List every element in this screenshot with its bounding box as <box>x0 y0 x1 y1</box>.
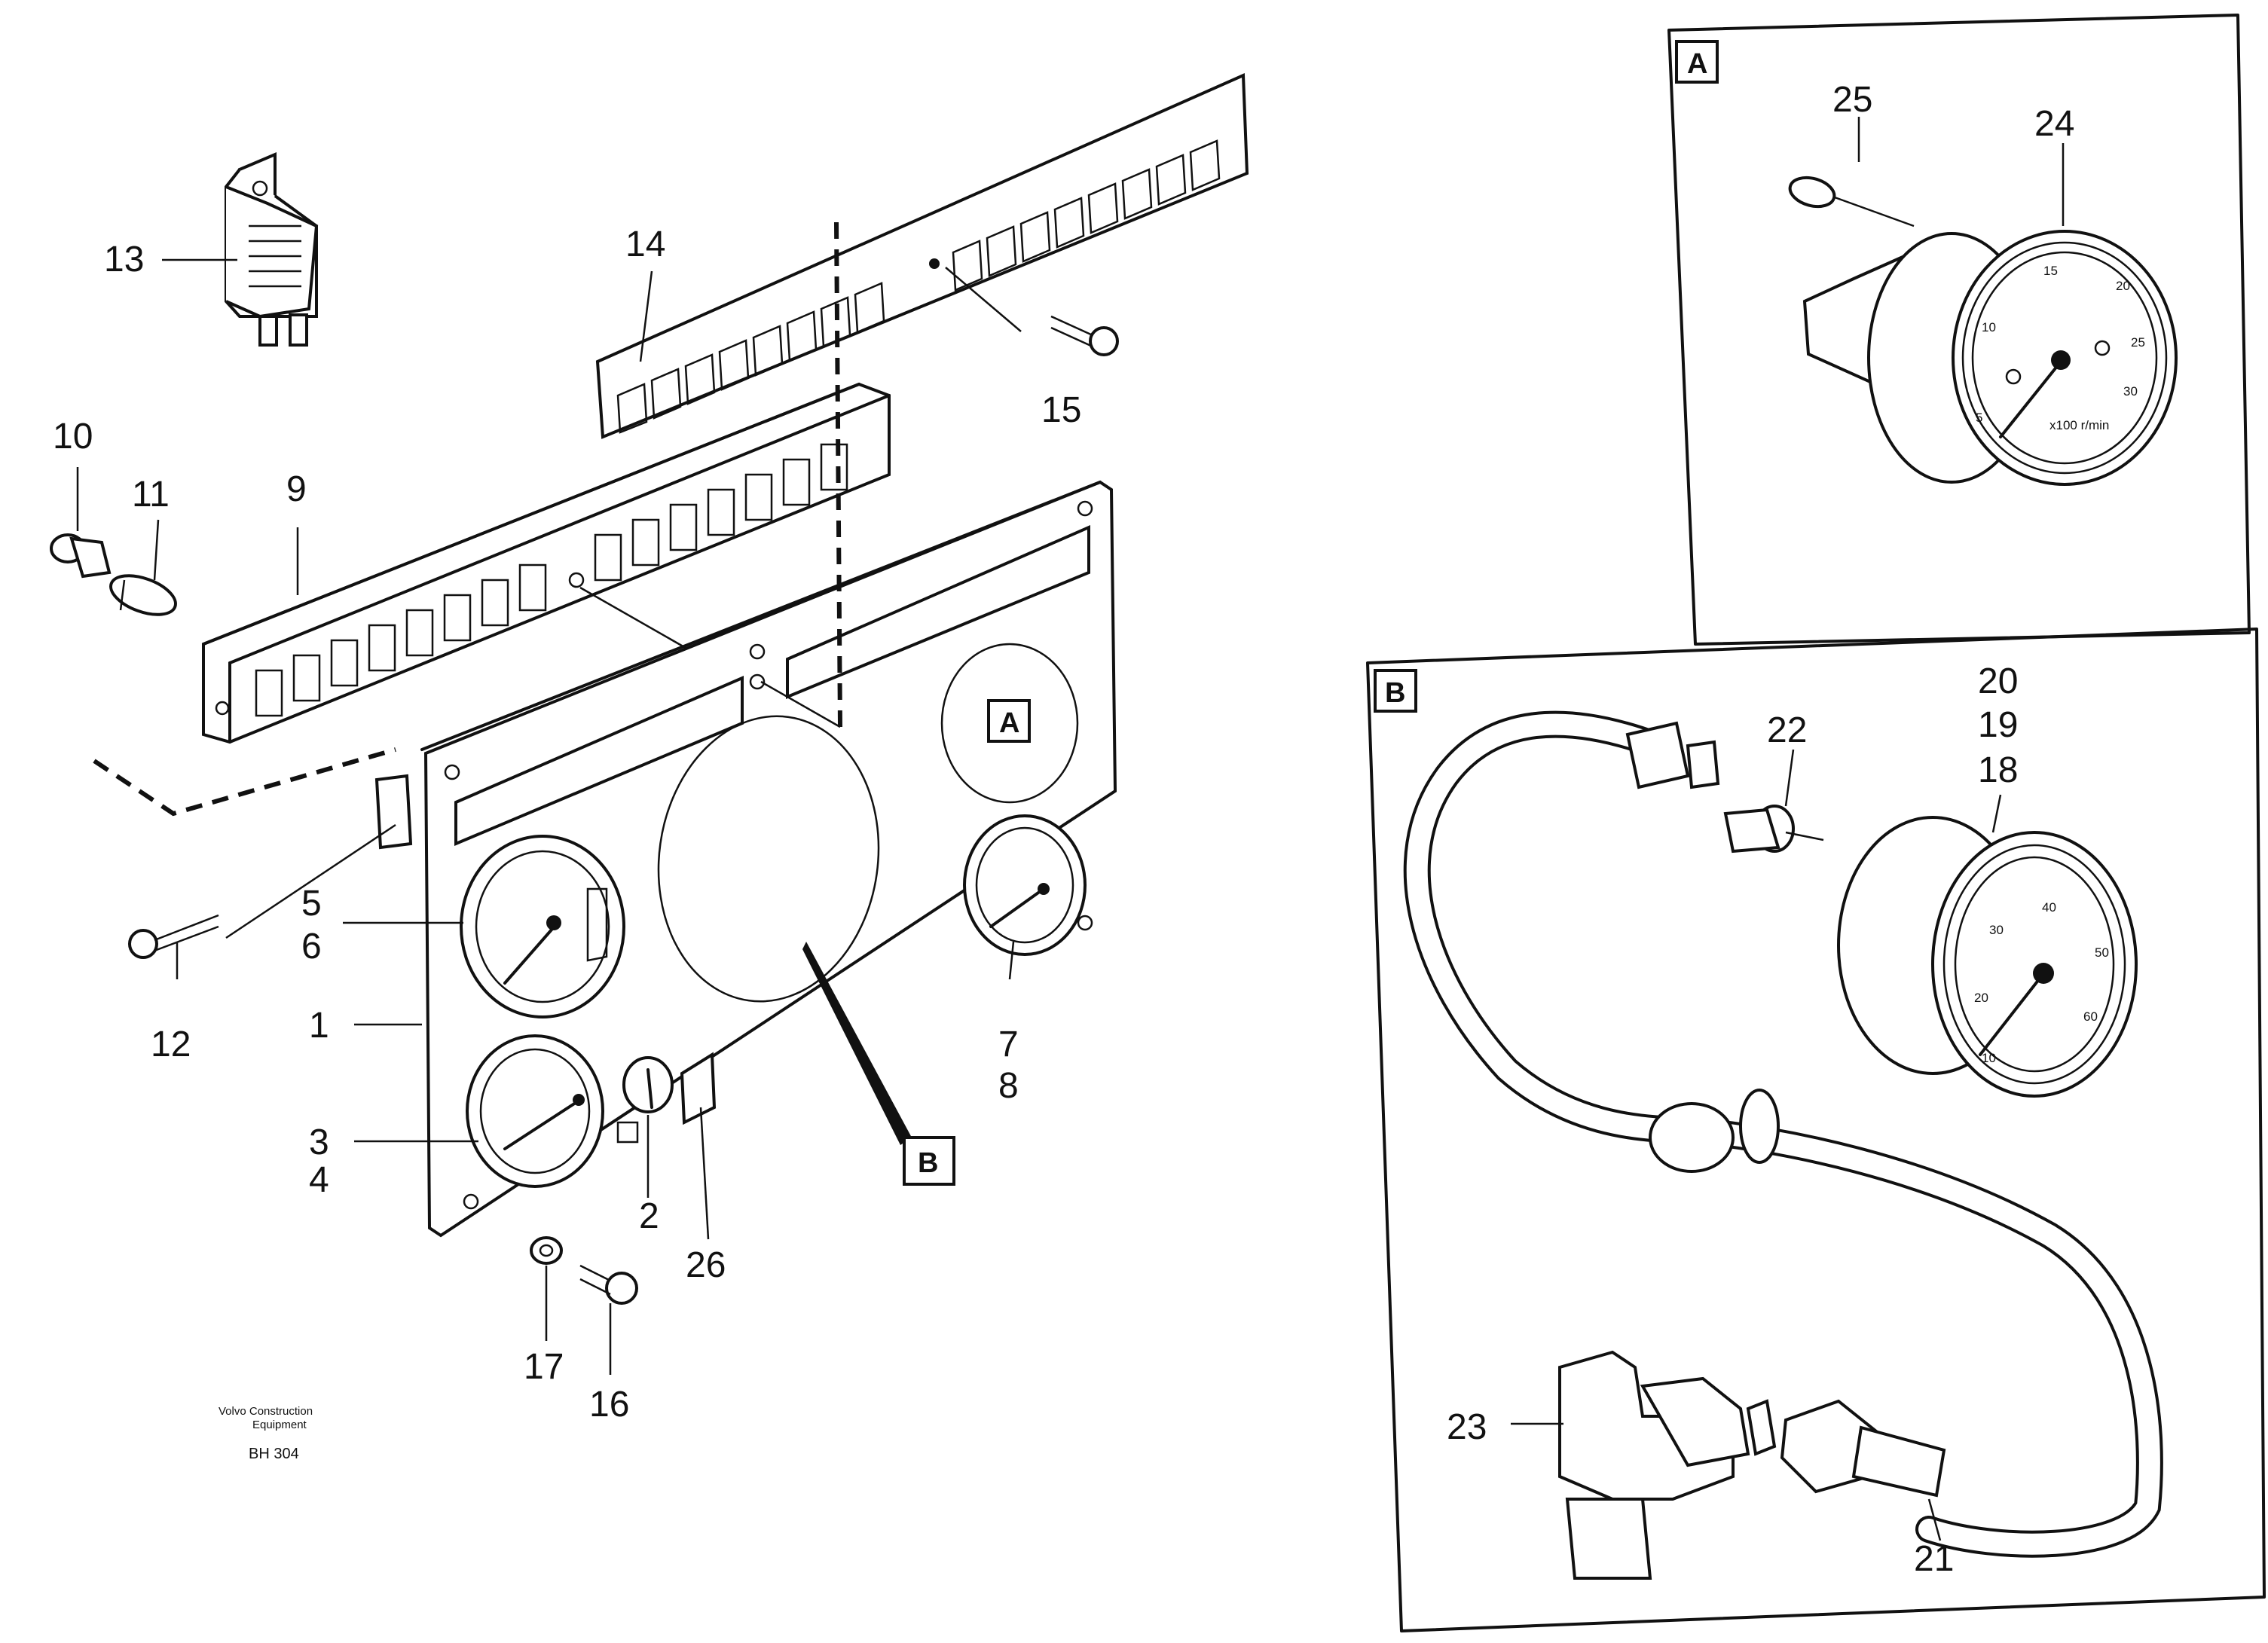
callout-13: 13 <box>104 240 144 279</box>
speedo-tick-30: 30 <box>1989 923 2004 937</box>
assembly-lines <box>93 221 912 1145</box>
speedo-tick-60: 60 <box>2083 1009 2098 1024</box>
washer <box>530 1236 563 1265</box>
tachometer-lamp <box>1788 176 1915 228</box>
switch <box>616 1056 674 1144</box>
callout-26: 26 <box>686 1245 726 1285</box>
callout-11: 11 <box>132 475 170 515</box>
detail-label-b-panel: B <box>918 1147 938 1179</box>
bulb-holder-rail <box>202 382 891 744</box>
footer: Volvo Construction Equipment BH 304 <box>219 1405 313 1462</box>
callout-19: 19 <box>1978 705 2018 745</box>
callout-12: 12 <box>151 1025 191 1064</box>
leader-lines <box>76 117 2065 1541</box>
detail-label-a-panel: A <box>999 707 1019 739</box>
tachometer <box>1802 230 2178 486</box>
detail-labels: A B A B <box>903 48 1707 1186</box>
gauge-7-8 <box>963 814 1087 956</box>
callout-5: 5 <box>301 884 322 924</box>
callout-4: 4 <box>309 1160 329 1200</box>
screw-15 <box>1050 315 1119 356</box>
callout-2: 2 <box>639 1196 659 1236</box>
tach-tick-30: 30 <box>2123 384 2138 399</box>
screw-16 <box>579 1264 638 1305</box>
callouts: 13 14 15 10 11 9 5 6 12 1 3 4 7 8 2 26 1… <box>53 80 2074 1579</box>
callout-10: 10 <box>53 417 93 457</box>
detail-box-b <box>1366 628 2266 1632</box>
callout-1: 1 <box>309 1006 329 1046</box>
footer-company-line2: Equipment <box>252 1419 307 1431</box>
speedo-tick-40: 40 <box>2042 900 2056 915</box>
callout-22: 22 <box>1767 710 1807 750</box>
callout-24: 24 <box>2034 104 2074 144</box>
indicator-lamp <box>680 1052 717 1125</box>
callout-25: 25 <box>1832 80 1872 120</box>
footer-code: BH 304 <box>249 1446 299 1462</box>
callout-18: 18 <box>1978 750 2018 790</box>
gauge-5-6 <box>460 835 625 1018</box>
bulb <box>109 574 177 616</box>
callout-20: 20 <box>1978 661 2018 701</box>
speedometer-cable <box>1403 710 2163 1558</box>
callout-23: 23 <box>1447 1407 1487 1447</box>
callout-16: 16 <box>589 1385 629 1425</box>
bulb-socket <box>50 533 112 579</box>
callout-6: 6 <box>301 927 322 967</box>
callout-3: 3 <box>309 1122 329 1162</box>
warning-light-symbol-strip <box>595 72 1249 439</box>
callout-21: 21 <box>1914 1539 1954 1579</box>
callout-7: 7 <box>998 1025 1019 1064</box>
callout-15: 15 <box>1041 390 1081 430</box>
tach-tick-15: 15 <box>2043 264 2058 278</box>
gauge-3-4 <box>466 1034 604 1188</box>
tach-tick-20: 20 <box>2116 279 2130 293</box>
speed-sensor <box>1558 1350 1777 1580</box>
tach-unit: x100 r/min <box>2049 418 2109 432</box>
callout-9: 9 <box>286 469 307 509</box>
callout-14: 14 <box>625 224 665 264</box>
speedo-tick-50: 50 <box>2095 945 2109 960</box>
footer-company-line1: Volvo Construction <box>219 1405 313 1418</box>
speedo-tick-10: 10 <box>1982 1051 1996 1065</box>
callout-8: 8 <box>998 1066 1019 1106</box>
tach-tick-5: 5 <box>1976 411 1982 425</box>
speedo-tick-20: 20 <box>1974 991 1988 1005</box>
screw-12 <box>128 914 219 959</box>
relay <box>225 151 319 347</box>
adapter <box>1723 805 1824 854</box>
callout-17: 17 <box>524 1347 564 1387</box>
detail-label-a-box: A <box>1687 48 1707 80</box>
tachometer-dial: 5 10 15 20 25 30 x100 r/min <box>1976 264 2145 432</box>
detail-box-a <box>1667 14 2251 646</box>
instrument-panel <box>374 480 1117 1238</box>
speedometer <box>1837 816 2138 1098</box>
tach-tick-25: 25 <box>2131 335 2145 350</box>
speedometer-dial: 10 20 30 40 50 60 <box>1974 900 2109 1065</box>
tach-tick-10: 10 <box>1982 320 1996 334</box>
detail-label-b-box: B <box>1385 677 1405 709</box>
